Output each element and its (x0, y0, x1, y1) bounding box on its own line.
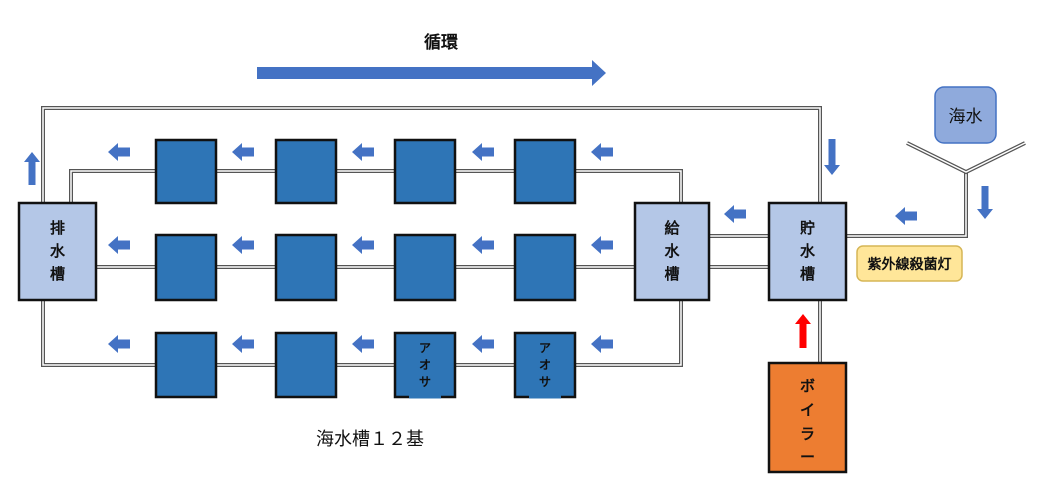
tank-label-char: オ (419, 358, 431, 372)
flow-arrow-left-icon (591, 236, 613, 254)
circulation-arrow-icon (257, 60, 606, 86)
boiler-char: ラ (800, 425, 815, 443)
heat-arrow-up-icon (795, 314, 811, 348)
flow-arrow-left-icon (352, 236, 374, 254)
tank-label-char: サ (539, 375, 551, 389)
intake-funnel (906, 141, 1026, 175)
seawater-tank[interactable] (274, 138, 338, 205)
drain-tank-char: 排 (50, 219, 65, 237)
flow-arrow-left-icon (472, 236, 494, 254)
flow-arrow-left-icon (895, 207, 917, 225)
supply-tank-char: 給 (664, 219, 680, 237)
pipe-inner (42, 300, 156, 366)
seawater-tank[interactable]: アオサ (393, 331, 457, 399)
storage-tank-char: 貯 (800, 219, 815, 237)
drain-tank[interactable]: 排 水 槽 (17, 201, 98, 302)
boiler-char: ボ (800, 377, 815, 395)
pipes (41, 106, 1026, 367)
flow-arrow-up-icon (24, 152, 40, 185)
pipe-inner (846, 172, 967, 237)
seawater-tank[interactable] (274, 233, 338, 302)
supply-tank-char: 水 (664, 242, 680, 260)
pipe (709, 234, 769, 269)
flow-arrow-left-icon (591, 143, 613, 161)
seawater-tank[interactable] (154, 331, 218, 399)
uv-sterilizer-lamp[interactable]: 紫外線殺菌灯 (856, 245, 963, 282)
storage-tank-char: 槽 (800, 265, 815, 283)
tank-array-label: 海水槽１２基 (316, 429, 424, 450)
boiler-char: ー (800, 448, 815, 466)
boiler-char: イ (800, 401, 815, 419)
flow-arrow-left-icon (472, 143, 494, 161)
flow-arrow-left-icon (472, 335, 494, 353)
pipe (575, 300, 683, 367)
flow-arrow-left-icon (232, 335, 254, 353)
seawater-tank[interactable]: アオサ (513, 331, 577, 399)
tank-label-char: ア (539, 341, 551, 355)
flow-arrow-left-icon (724, 205, 746, 223)
flow-arrow-left-icon (108, 335, 130, 353)
supply-tank-char: 槽 (664, 265, 679, 283)
seawater-tank[interactable] (274, 331, 338, 399)
seawater-tank[interactable] (513, 138, 577, 205)
storage-tank-char: 水 (800, 242, 816, 260)
flow-arrow-left-icon (352, 143, 374, 161)
boiler[interactable]: ボ イ ラ ー (767, 361, 848, 474)
seawater-tank[interactable] (393, 138, 457, 205)
circulation-title: 循環 (424, 32, 459, 53)
pipe-inner (575, 300, 682, 366)
flow-arrows (24, 139, 993, 353)
pipe (69, 169, 156, 203)
flow-arrow-left-icon (232, 236, 254, 254)
pipe-inner (42, 107, 821, 203)
intake-funnel-inner (906, 142, 1026, 173)
flow-arrow-down-icon (977, 186, 993, 219)
seawater-label: 海水 (949, 107, 983, 127)
flow-arrow-left-icon (108, 143, 130, 161)
seawater-source[interactable]: 海水 (934, 86, 997, 144)
pipe (846, 172, 968, 238)
supply-tank[interactable]: 給 水 槽 (633, 201, 711, 302)
drain-tank-char: 槽 (50, 265, 65, 283)
uv-sterilizer-label: 紫外線殺菌灯 (868, 256, 952, 273)
pipe-inner (575, 170, 682, 203)
storage-tank[interactable]: 貯 水 槽 (767, 201, 848, 302)
flow-arrow-left-icon (352, 335, 374, 353)
seawater-tank[interactable] (154, 138, 218, 205)
seawater-tank[interactable] (393, 233, 457, 302)
flow-arrow-left-icon (591, 335, 613, 353)
seawater-tank[interactable] (513, 233, 577, 302)
tank-label-char: オ (539, 358, 551, 372)
tank-label-char: サ (419, 375, 431, 389)
pipe (41, 300, 156, 367)
tank-label-char: ア (419, 341, 431, 355)
flow-arrow-down-icon (824, 139, 840, 175)
pipe-inner (709, 235, 769, 268)
seawater-tank[interactable] (154, 233, 218, 302)
pipe-inner (70, 170, 156, 203)
flow-arrow-left-icon (108, 236, 130, 254)
drain-tank-char: 水 (50, 242, 66, 260)
flow-arrow-left-icon (232, 143, 254, 161)
pipe (575, 169, 683, 203)
